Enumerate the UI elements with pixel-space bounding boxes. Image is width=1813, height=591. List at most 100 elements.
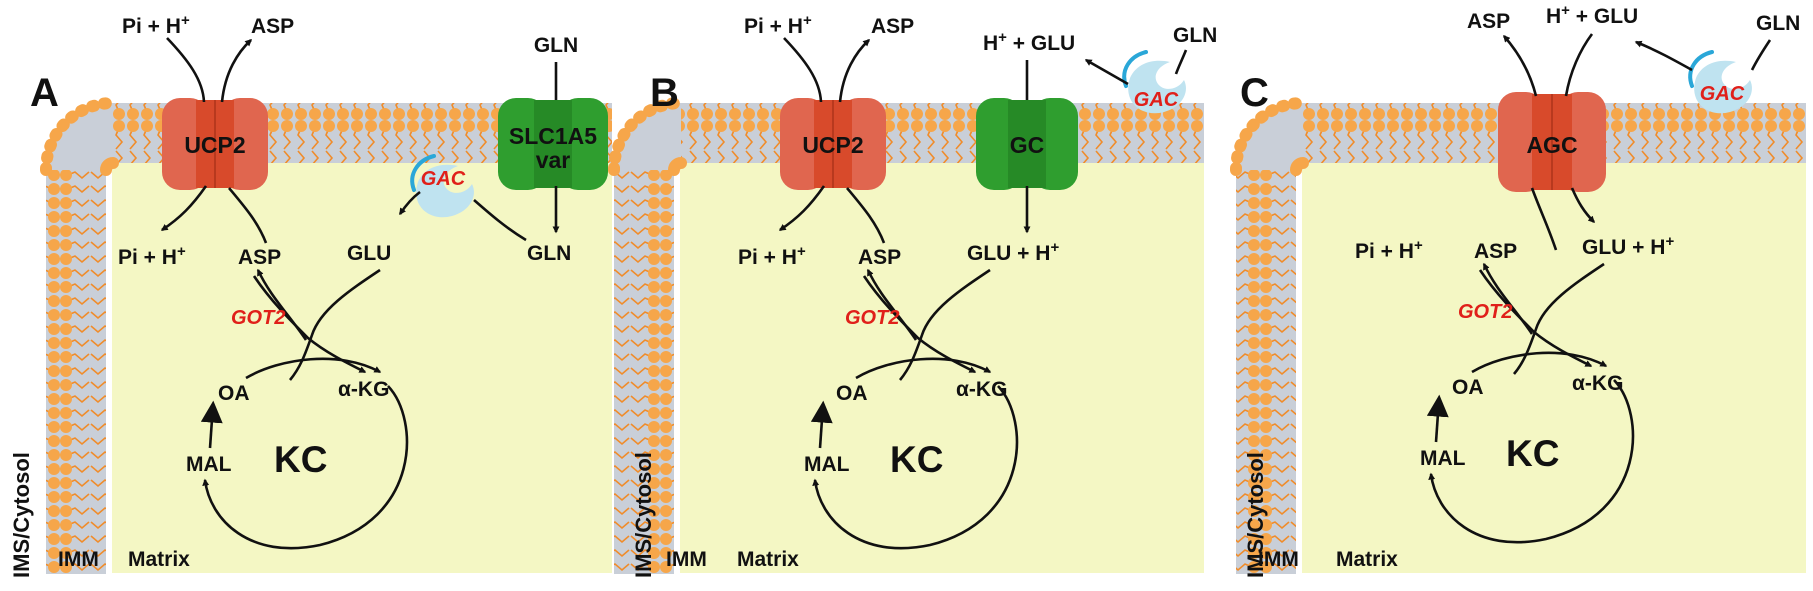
flux-arrow — [899, 268, 991, 381]
imm-label: IMM — [666, 548, 707, 571]
bot-glu-h: GLU + H+ — [1582, 233, 1674, 259]
flux-arrow — [160, 185, 208, 232]
flux-arrow — [1426, 394, 1449, 443]
agc-label: AGC — [1526, 132, 1577, 158]
krebs-cycle-arrow — [1428, 379, 1635, 544]
panel-letter: B — [650, 71, 679, 115]
transporter-icon — [162, 98, 268, 190]
flux-arrow — [398, 190, 421, 216]
panel-b: UCP2 GC Pi + H+ ASP H+ + GLU GLN GAC Pi … — [608, 12, 1217, 578]
flux-arrow — [1570, 187, 1595, 223]
top-gln: GLN — [1173, 24, 1217, 47]
gac-label: GAC — [1700, 83, 1745, 105]
transporter-icon — [976, 98, 1078, 190]
transporter-icon — [498, 98, 608, 190]
flux-arrow — [166, 37, 206, 103]
matrix-label: Matrix — [128, 548, 190, 571]
flux-arrow — [220, 39, 253, 103]
bot-asp: ASP — [858, 246, 901, 269]
matrix-area — [112, 133, 612, 573]
top-asp: ASP — [871, 15, 914, 38]
kc-label: KC — [1506, 433, 1559, 474]
flux-arrow — [1513, 262, 1605, 375]
top-h-glu: H+ + GLU — [1546, 2, 1638, 28]
akg-label: α-KG — [338, 378, 389, 401]
imm-label: IMM — [58, 548, 99, 571]
got2-label: GOT2 — [1458, 301, 1512, 323]
top-asp: ASP — [1467, 10, 1510, 33]
ims-cytosol-label: IMS/Cytosol — [1243, 452, 1268, 578]
mal-label: MAL — [186, 453, 232, 476]
bot-asp: ASP — [238, 246, 281, 269]
flux-arrow — [1634, 40, 1693, 72]
flux-arrow — [846, 187, 886, 244]
top-asp: ASP — [251, 15, 294, 38]
oa-label: OA — [1452, 376, 1484, 399]
matrix-label: Matrix — [737, 548, 799, 571]
flux-arrow — [1564, 33, 1594, 97]
akg-label: α-KG — [1572, 372, 1623, 395]
krebs-cycle-arrow — [812, 385, 1019, 550]
flux-arrow — [1478, 269, 1593, 368]
bot-pi-h: Pi + H+ — [118, 243, 186, 269]
bot-pi-h: Pi + H+ — [1355, 237, 1423, 263]
bot-gln: GLN — [527, 242, 571, 265]
lipid-bilayer-icon — [608, 97, 1204, 574]
flux-arrow — [228, 187, 268, 244]
flux-arrow — [200, 400, 223, 449]
krebs-cycle-arrow — [202, 385, 409, 550]
gac-label: GAC — [421, 168, 466, 190]
top-gln: GLN — [1756, 12, 1800, 35]
gac-enzyme-icon — [410, 154, 474, 218]
flux-arrow — [866, 268, 918, 341]
slc1a5-label: SLC1A5 — [509, 123, 597, 149]
gac-label: GAC — [1134, 89, 1179, 111]
kc-label: KC — [274, 439, 327, 480]
got2-label: GOT2 — [845, 307, 899, 329]
imm-label: IMM — [1258, 548, 1299, 571]
flux-arrow — [1084, 58, 1129, 86]
top-pi-h: Pi + H+ — [122, 12, 190, 38]
flux-arrow — [256, 268, 308, 341]
mal-label: MAL — [1420, 447, 1466, 470]
flux-arrow — [1530, 187, 1558, 251]
flux-arrow — [838, 39, 871, 103]
gac-enzyme-icon — [1688, 50, 1752, 114]
slc1a5-var-label: var — [536, 147, 571, 173]
oa-label: OA — [836, 382, 868, 405]
top-gln: GLN — [534, 34, 578, 57]
flux-arrow — [289, 268, 381, 381]
got2-label: GOT2 — [231, 307, 285, 329]
matrix-area — [680, 133, 1204, 573]
panel-a: UCP2 SLC1A5 var Pi + H+ ASP GLN Pi + H+ … — [9, 12, 612, 578]
flux-arrow — [245, 357, 382, 380]
bot-pi-h: Pi + H+ — [738, 243, 806, 269]
bot-glu-h: GLU + H+ — [967, 239, 1059, 265]
top-pi-h: Pi + H+ — [744, 12, 812, 38]
gc-label: GC — [1010, 132, 1045, 158]
transporter-icon — [780, 98, 886, 190]
flux-arrow — [252, 275, 367, 374]
ucp2-label: UCP2 — [802, 132, 863, 158]
panel-letter: A — [30, 71, 59, 115]
flux-arrow — [473, 199, 527, 242]
flux-arrow — [778, 185, 826, 232]
flux-arrow — [1174, 49, 1188, 75]
panel-letter: C — [1240, 71, 1269, 115]
flux-arrow — [810, 400, 833, 449]
akg-label: α-KG — [956, 378, 1007, 401]
panel-c: AGC ASP H+ + GLU GLN GAC Pi + H+ ASP GLU… — [1230, 2, 1806, 578]
flux-arrow — [855, 357, 992, 380]
flux-arrow — [1471, 351, 1608, 374]
flux-arrow — [783, 37, 823, 103]
ims-cytosol-label: IMS/Cytosol — [631, 452, 656, 578]
transporter-icon — [1498, 92, 1606, 192]
flux-arrow — [862, 275, 977, 374]
matrix-label: Matrix — [1336, 548, 1398, 571]
flux-arrow — [1750, 39, 1772, 71]
oa-label: OA — [218, 382, 250, 405]
top-h-glu: H+ + GLU — [983, 29, 1075, 55]
bot-glu: GLU — [347, 242, 391, 265]
ims-cytosol-label: IMS/Cytosol — [9, 452, 34, 578]
